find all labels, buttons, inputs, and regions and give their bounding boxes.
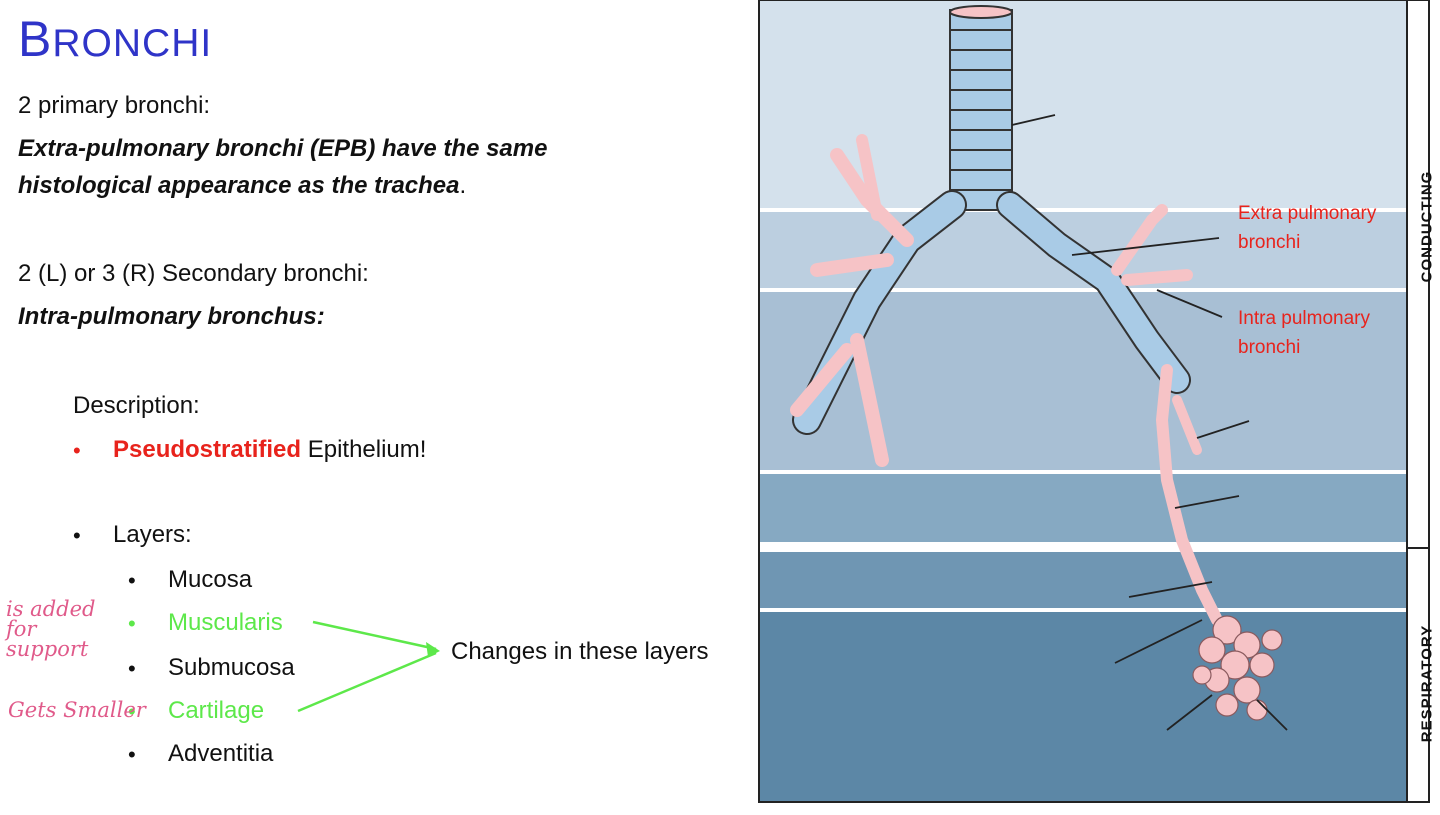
bullet-dot: • [73, 438, 81, 463]
pointer-lines [1011, 114, 1288, 731]
arrow-line-cartilage [297, 651, 437, 713]
bullet-dot: • [128, 699, 136, 724]
epithelium-highlight: Pseudostratified [113, 436, 302, 463]
bullet-dot: • [128, 568, 136, 593]
label-intra-line1: Intra pulmonary [1238, 308, 1371, 329]
bullet-dot: • [128, 611, 136, 636]
zone-band [759, 472, 1407, 542]
label-extra-pulmonary: Extra pulmonary bronchi [1238, 200, 1376, 257]
bullet-dot: • [128, 656, 136, 681]
layers-label: Layers: [113, 521, 192, 548]
green-arrows [297, 620, 440, 713]
zone-side-bar [1406, 0, 1430, 803]
zone-band [759, 552, 1407, 610]
zone-band [759, 610, 1407, 802]
page-title: BRONCHI [18, 14, 212, 64]
primary-desc-line1: Extra-pulmonary bronchi (EPB) have the s… [18, 135, 548, 162]
primary-desc-end: . [459, 172, 467, 199]
title-rest: RONCHI [52, 22, 213, 65]
arrow-line-muscularis [312, 620, 437, 651]
epithelium-rest: Epithelium! [301, 436, 427, 463]
bronchial-tree-diagram [758, 0, 1430, 803]
layer-item-submucosa: Submucosa [168, 654, 295, 681]
zone-gap [759, 542, 1407, 552]
trachea-rings [950, 29, 1012, 191]
zone-label-conducting: CONDUCTING [1418, 170, 1436, 283]
layer-item-mucosa: Mucosa [168, 566, 253, 593]
left-upper-branch [830, 148, 914, 247]
changes-label: Changes in these layers [451, 638, 709, 665]
primary-desc-line2: histological appearance as the trachea. [18, 174, 466, 198]
layer-item-cartilage: Cartilage [168, 697, 265, 724]
left-mid-branch [810, 253, 894, 277]
bronchiole-branch [1172, 395, 1202, 455]
primary-desc-line2-text: histological appearance as the trachea [18, 172, 460, 199]
left-lower-branch [790, 343, 854, 417]
bullet-dot: • [128, 742, 136, 767]
trachea-opening [949, 5, 1013, 19]
secondary-heading: 2 (L) or 3 (R) Secondary bronchi: [18, 260, 369, 287]
bullet-dot: • [73, 523, 81, 548]
handwritten-note-muscularis: is added for support [6, 597, 96, 661]
arrow-head [426, 642, 440, 657]
right-upper-branch [1121, 269, 1193, 286]
handwritten-note-cartilage: Gets Smaller [8, 698, 146, 722]
right-bronchus [998, 193, 1189, 392]
left-bronchus [794, 192, 965, 433]
left-upper-branch [856, 134, 883, 221]
left-lower-branch [850, 333, 889, 467]
label-intra-pulmonary: Intra pulmonary bronchi [1238, 305, 1370, 362]
secondary-desc: Intra-pulmonary bronchus: [18, 303, 325, 330]
primary-heading: 2 primary bronchi: [18, 92, 211, 119]
label-extra-line1: Extra pulmonary [1238, 203, 1377, 224]
alveoli-cluster [1192, 615, 1283, 721]
label-extra-line2: bronchi [1238, 231, 1301, 253]
bronchiole [1155, 364, 1223, 626]
title-initial: B [18, 11, 53, 67]
epithelium-item: Pseudostratified Epithelium! [113, 438, 426, 462]
right-upper-branch [1111, 204, 1168, 276]
layer-item-muscularis: Muscularis [168, 609, 283, 636]
description-label: Description: [73, 392, 200, 419]
layer-item-adventitia: Adventitia [168, 740, 274, 767]
zone-label-respiratory: RESPIRATORY [1418, 624, 1436, 743]
label-intra-line2: bronchi [1238, 336, 1301, 358]
